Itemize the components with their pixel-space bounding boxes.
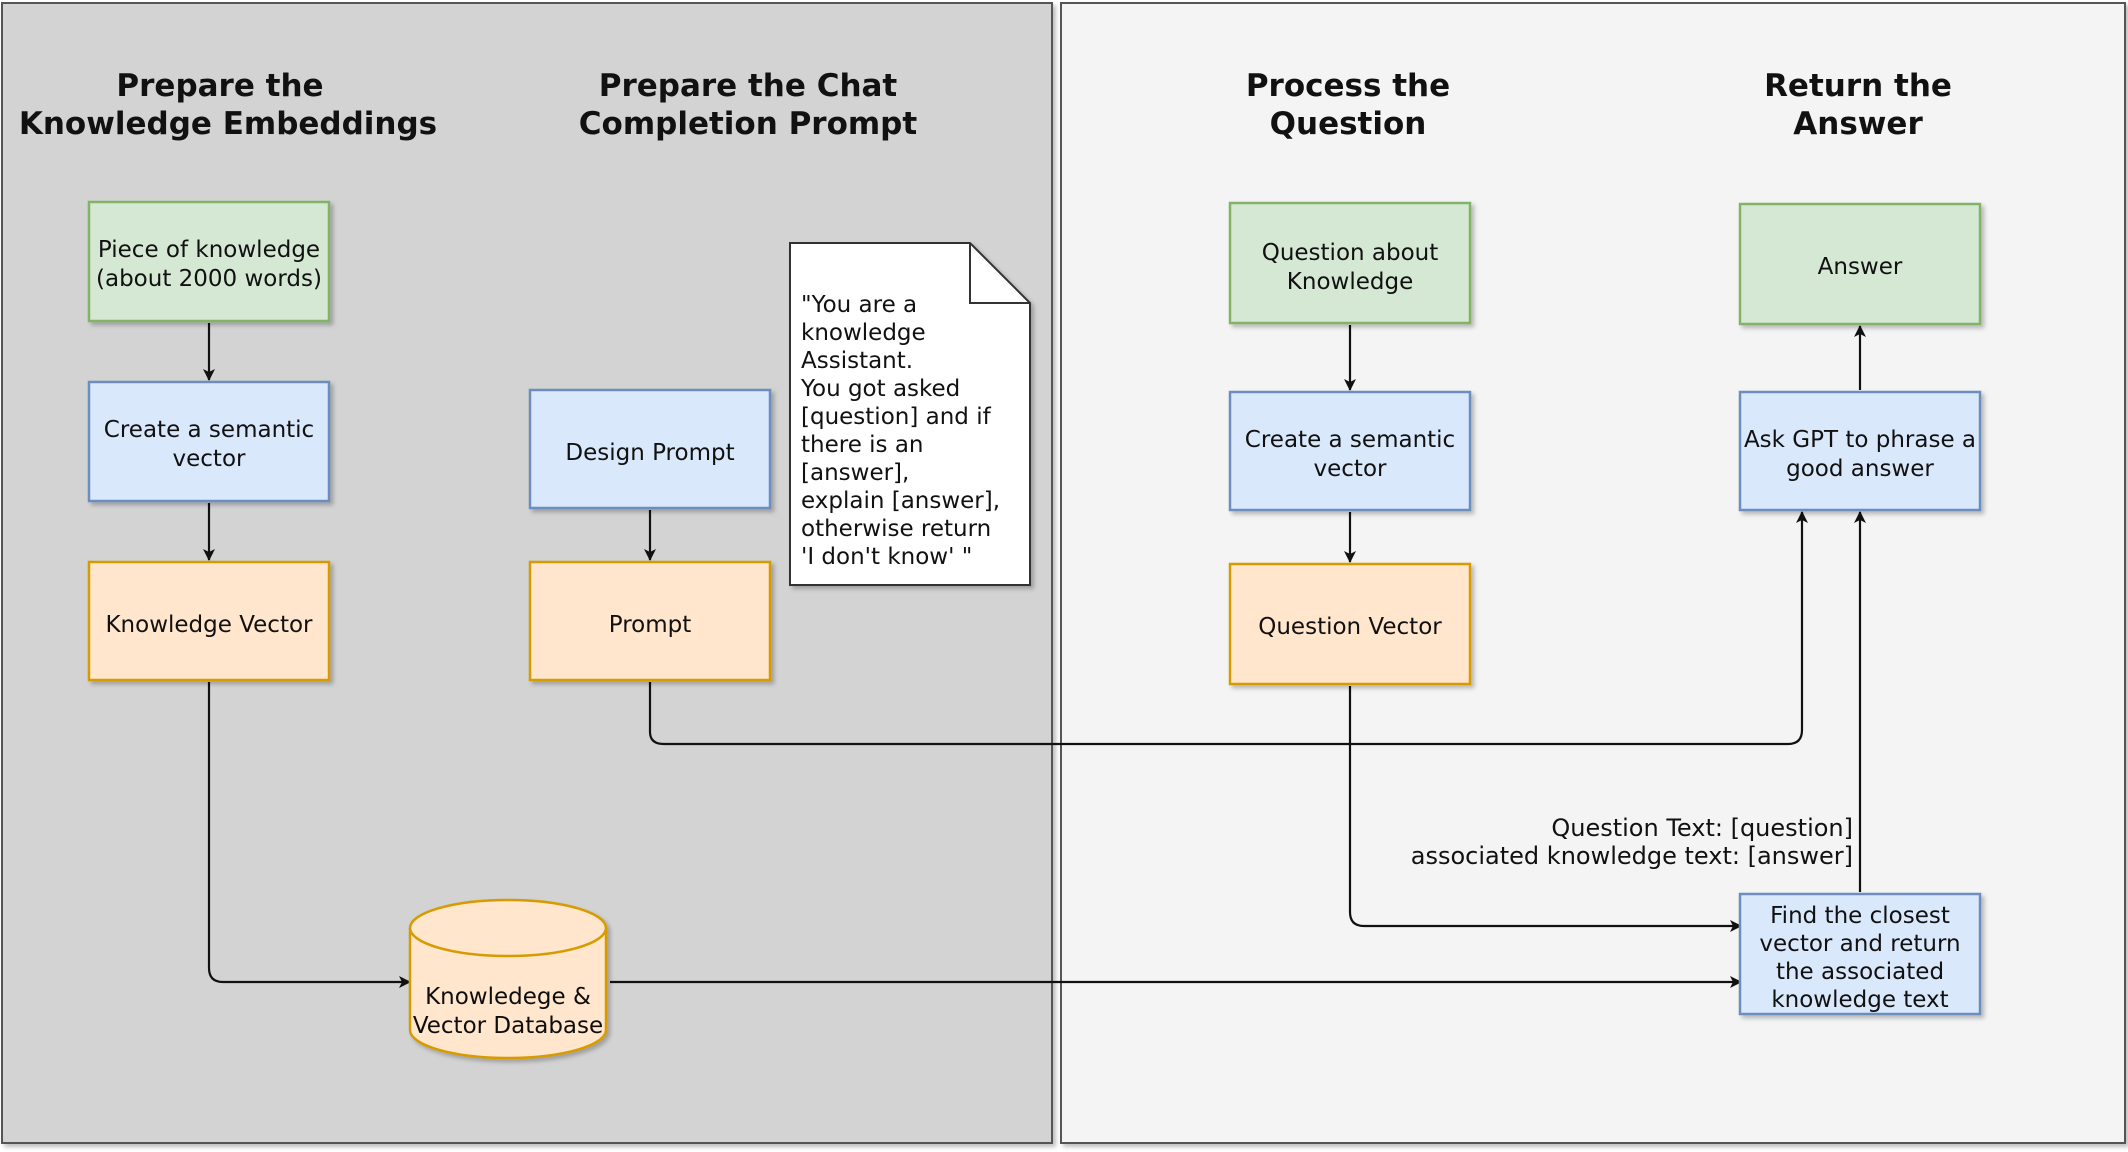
- node-create-semantic-vector-question: Create a semantic vector: [1228, 390, 1472, 512]
- node-label: Prompt: [609, 612, 692, 638]
- node-label: the associated: [1776, 959, 1944, 985]
- header-line: Knowledge Embeddings: [19, 106, 437, 142]
- edge-question-vector-to-find-closest: [1348, 686, 1742, 932]
- node-label: vector and return: [1759, 931, 1960, 957]
- note-line: [answer],: [801, 460, 909, 486]
- node-find-closest-vector: Find the closest vector and return the a…: [1738, 892, 1982, 1016]
- node-label: Knowledege &: [425, 984, 591, 1010]
- header-prepare-chat-completion-prompt: Prepare the Chat Completion Prompt: [579, 68, 918, 142]
- node-label: Piece of knowledge: [98, 237, 320, 263]
- node-label: Knowledge: [1287, 269, 1413, 295]
- node-question-about-knowledge: Question about Knowledge: [1228, 201, 1472, 325]
- header-return-the-answer: Return the Answer: [1764, 68, 1952, 142]
- node-label: vector: [1314, 456, 1387, 482]
- node-label: Answer: [1818, 254, 1903, 280]
- node-label: Ask GPT to phrase a: [1744, 427, 1976, 453]
- node-answer: Answer: [1738, 202, 1982, 326]
- node-label: Question about: [1262, 240, 1439, 266]
- node-label: (about 2000 words): [96, 266, 322, 292]
- header-prepare-knowledge-embeddings: Prepare the Knowledge Embeddings: [19, 68, 437, 142]
- header-process-the-question: Process the Question: [1246, 68, 1450, 142]
- note-line: otherwise return: [801, 516, 991, 542]
- node-question-vector: Question Vector: [1228, 562, 1472, 686]
- node-label: knowledge text: [1771, 987, 1948, 1013]
- edge-label-question-answer: Question Text: [question] associated kno…: [1411, 814, 1853, 870]
- prompt-template-note: "You are a knowledge Assistant. You got …: [789, 242, 1031, 586]
- header-line: Return the: [1764, 68, 1952, 104]
- edge-knowledge-vector-to-database: [207, 682, 411, 988]
- node-label: Design Prompt: [565, 440, 734, 466]
- node-label: Knowledge Vector: [105, 612, 313, 638]
- node-label: Find the closest: [1770, 903, 1950, 929]
- header-line: Completion Prompt: [579, 106, 918, 142]
- node-label: vector: [173, 446, 246, 472]
- header-line: Answer: [1793, 106, 1923, 142]
- edge-label-line: associated knowledge text: [answer]: [1411, 842, 1853, 870]
- note-line: explain [answer],: [801, 488, 1000, 514]
- node-piece-of-knowledge: Piece of knowledge (about 2000 words): [87, 200, 331, 323]
- note-line: [question] and if: [801, 404, 992, 430]
- node-knowledge-vector: Knowledge Vector: [87, 560, 331, 682]
- header-line: Process the: [1246, 68, 1450, 104]
- node-label: Question Vector: [1258, 614, 1442, 640]
- node-design-prompt: Design Prompt: [528, 388, 772, 510]
- edges: [203, 323, 1866, 988]
- edge-label-line: Question Text: [question]: [1551, 814, 1853, 842]
- header-line: Question: [1270, 106, 1427, 142]
- note-line: You got asked: [800, 376, 960, 402]
- node-create-semantic-vector-knowledge: Create a semantic vector: [87, 380, 331, 503]
- header-line: Prepare the Chat: [599, 68, 898, 104]
- node-ask-gpt: Ask GPT to phrase a good answer: [1738, 390, 1982, 512]
- node-label: Create a semantic: [1245, 427, 1455, 453]
- note-line: there is an: [801, 432, 924, 458]
- note-line: "You are a: [801, 292, 917, 318]
- node-label: Create a semantic: [104, 417, 314, 443]
- node-label: good answer: [1786, 456, 1934, 482]
- edge-prompt-to-ask-gpt: [648, 511, 1808, 746]
- note-line: 'I don't know' ": [801, 544, 972, 570]
- header-line: Prepare the: [116, 68, 323, 104]
- note-line: Assistant.: [801, 348, 913, 374]
- node-prompt: Prompt: [528, 560, 772, 682]
- node-knowledge-vector-database: Knowledege & Vector Database: [408, 898, 608, 1060]
- note-line: knowledge: [801, 320, 926, 346]
- node-label: Vector Database: [413, 1013, 603, 1039]
